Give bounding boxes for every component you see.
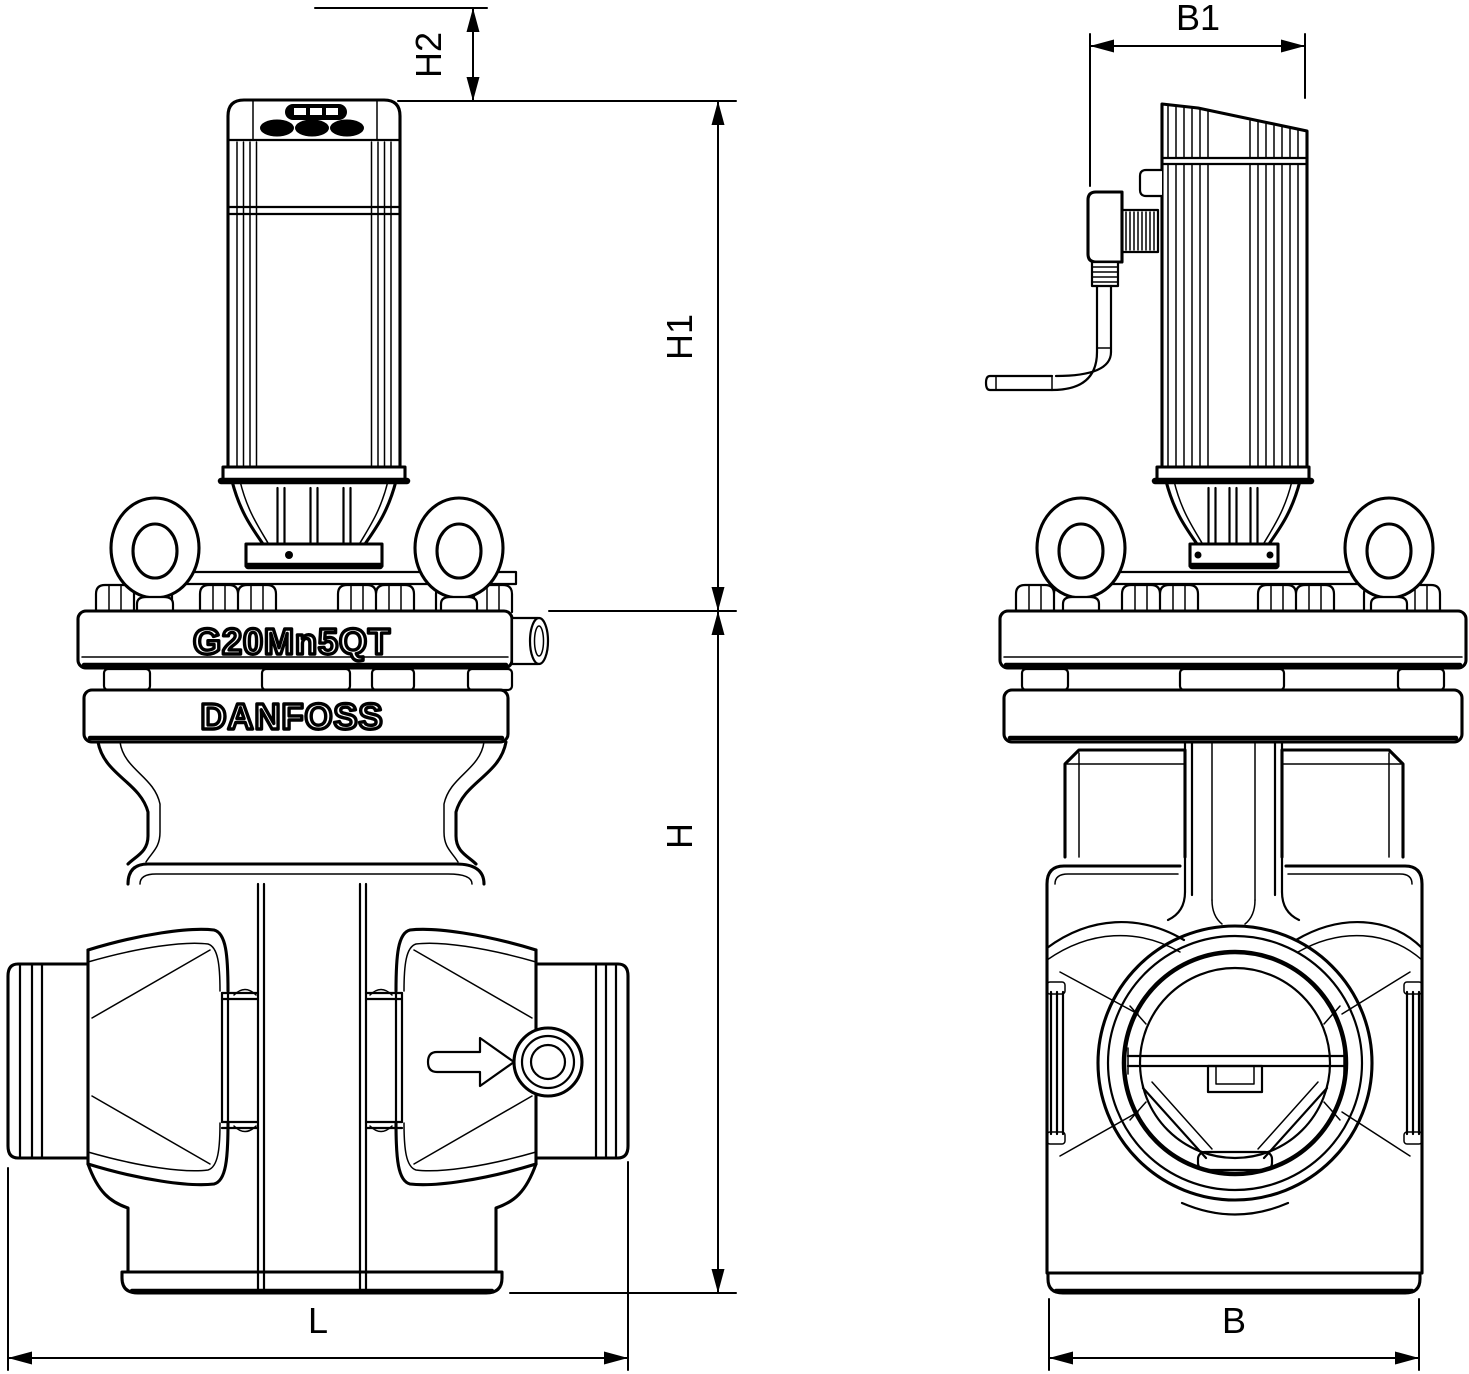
actuator-front <box>217 98 411 485</box>
dim-label-b: B <box>1222 1300 1246 1341</box>
dim-h: H <box>509 610 737 1294</box>
dimensions: H2 H1 H L <box>7 0 1420 1371</box>
port-opening-circle <box>1096 924 1374 1202</box>
valve-neck-side <box>1063 740 1405 925</box>
dim-h1: H1 <box>548 100 737 612</box>
eye-bolt-left <box>109 496 201 614</box>
dim-l: L <box>7 1161 629 1371</box>
cable-gland-dot <box>330 119 364 137</box>
actuator-yoke-side <box>1164 479 1302 570</box>
dim-b: B <box>1048 1298 1420 1371</box>
flow-direction-arrow-icon <box>426 1036 516 1088</box>
valve-flange-front: G20Mn5QT DANFOSS <box>76 609 550 744</box>
connector-tab <box>1138 168 1164 198</box>
valve-neck-front <box>96 740 508 866</box>
coupling-groove-side-left <box>1046 981 1066 1145</box>
dim-label-l: L <box>308 1300 328 1341</box>
dim-label-b1: B1 <box>1176 0 1220 38</box>
dim-h2: H2 <box>314 7 737 102</box>
valve-base-front <box>86 1162 538 1295</box>
valve-body-side <box>1045 864 1424 1295</box>
actuator-yoke-front <box>230 479 398 570</box>
valve-port-left <box>6 927 230 1187</box>
actuator-side <box>1151 102 1315 485</box>
bonnet-front <box>94 496 518 614</box>
brand-logo-text: DANFOSS <box>200 696 383 737</box>
test-plug-circle <box>512 1026 584 1098</box>
dim-label-h1: H1 <box>659 314 700 360</box>
coupling-groove-side-right <box>1403 981 1423 1145</box>
side-view <box>984 102 1468 1295</box>
bonnet-side <box>1014 496 1442 614</box>
pipe-coupling-left <box>6 962 90 1160</box>
cable-gland-connector <box>984 168 1164 392</box>
valve-body-front <box>126 862 486 1293</box>
valve-port-right <box>394 927 630 1187</box>
eye-bolt-side-right <box>1343 496 1435 614</box>
cable-gland-dot <box>295 119 329 137</box>
pipe-coupling-right <box>534 962 630 1160</box>
front-view: G20Mn5QT DANFOSS <box>6 98 630 1295</box>
cable-gland-dot <box>260 119 294 137</box>
valve-seat-internals <box>1126 1005 1346 1216</box>
valve-flange-side <box>998 609 1468 744</box>
eye-bolt-right <box>413 496 505 614</box>
signal-cable <box>984 284 1113 392</box>
dim-label-h: H <box>659 823 700 849</box>
dim-label-h2: H2 <box>408 32 449 78</box>
flange-material-text: G20Mn5QT <box>193 621 391 662</box>
dim-b1: B1 <box>1089 0 1306 187</box>
valve-base-side <box>1045 1271 1424 1295</box>
eye-bolt-side-left <box>1035 496 1127 614</box>
